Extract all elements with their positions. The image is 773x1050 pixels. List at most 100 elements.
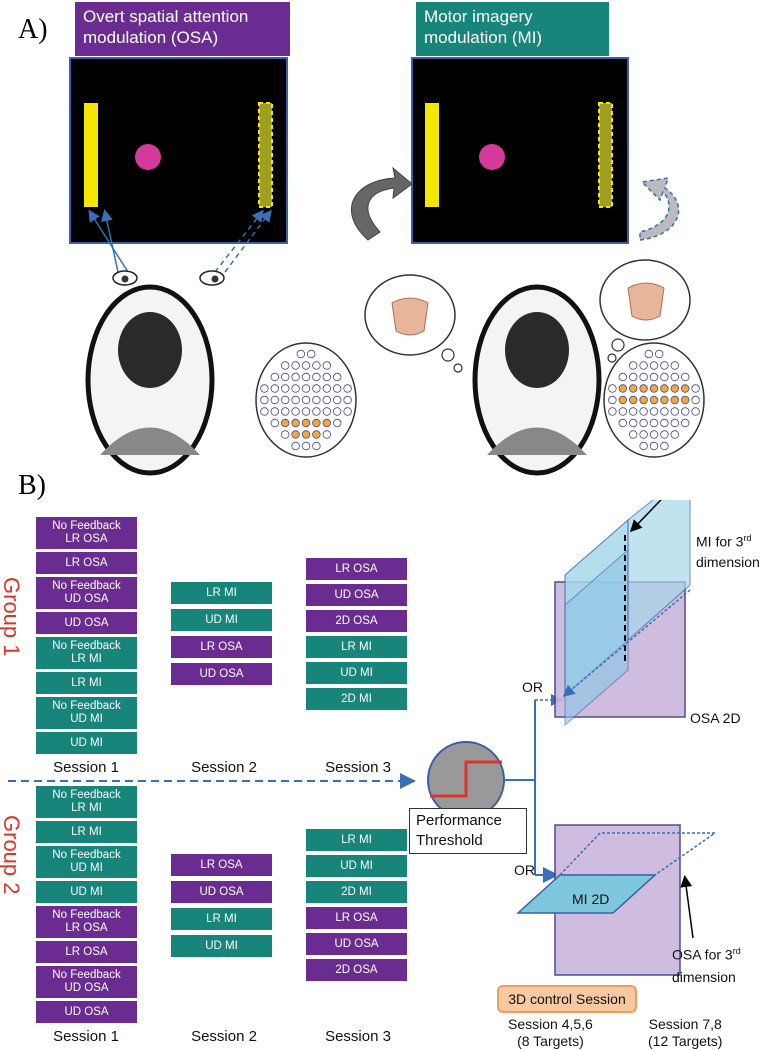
osa-3rd-dimension-word: dimension	[672, 968, 736, 985]
session-block-line: LR MI	[341, 640, 372, 653]
osa-title-line2: modulation (OSA)	[83, 28, 219, 47]
session-block-line: LR OSA	[200, 858, 243, 871]
panel-a-graphic	[69, 57, 705, 476]
mi-3rd-text: MI for 3	[696, 533, 744, 550]
osa-2d-label: OSA 2D	[690, 710, 741, 726]
session-block-line: No Feedback	[52, 969, 121, 981]
session-block: LR MI	[36, 821, 137, 843]
session-block-line: No Feedback	[52, 580, 121, 592]
osa-ball	[135, 144, 161, 170]
session-block-line: LR MI	[71, 653, 102, 665]
session-block-line: LR MI	[341, 833, 372, 846]
session-block: UD OSA	[36, 1001, 137, 1023]
session-block-line: LR MI	[206, 912, 237, 925]
session-block: LR MI	[306, 829, 407, 851]
session2-label-g2: Session 2	[191, 1028, 257, 1045]
session-block: LR MI	[171, 582, 272, 604]
session-block: LR MI	[36, 672, 137, 694]
session-block: LR MI	[306, 636, 407, 658]
session-block-line: LR OSA	[65, 945, 108, 958]
session-block-line: UD OSA	[199, 885, 244, 898]
session1-label-g1: Session 1	[53, 759, 119, 776]
osa-gaze-line-4	[224, 209, 272, 273]
osa-right-target	[258, 102, 273, 208]
or-label-top: OR	[522, 679, 543, 695]
curved-arrow-left	[350, 166, 413, 241]
session-block-line: LR MI	[71, 676, 102, 689]
session-block-line: LR MI	[71, 802, 102, 814]
session-block-line: 2D OSA	[335, 614, 378, 627]
session-block-line: LR OSA	[200, 640, 243, 653]
session-block-line: UD OSA	[334, 588, 379, 601]
mi-3rd-dimension-word: dimension	[696, 553, 760, 570]
mi-2d-label: MI 2D	[572, 891, 610, 907]
session-block: UD OSA	[171, 881, 272, 903]
panel-b-graphic	[8, 500, 718, 976]
session-block-line: No Feedback	[52, 520, 121, 532]
osa-left-target	[84, 103, 98, 207]
mi-title-line1: Motor imagery	[424, 7, 533, 26]
session-block-line: No Feedback	[52, 640, 121, 652]
session-block: UD MI	[171, 609, 272, 631]
osa-gaze-line-2	[101, 209, 119, 273]
session-block-line: UD MI	[340, 666, 373, 679]
session-block: UD OSA	[306, 584, 407, 606]
session-block-line: No Feedback	[52, 909, 121, 921]
session-block-line: LR OSA	[65, 922, 108, 934]
session-block-line: UD MI	[70, 885, 103, 898]
panel-b-label: B)	[18, 470, 46, 501]
mi-screen	[411, 57, 629, 244]
session-456-label: Session 4,5,6 (8 Targets)	[508, 1016, 593, 1050]
session-block: LR OSA	[306, 907, 407, 929]
mi-right-target	[598, 102, 613, 208]
session-block: 2D OSA	[306, 959, 407, 981]
session-78-line1: Session 7,8	[648, 1016, 722, 1032]
session-block: 2D OSA	[306, 610, 407, 632]
mi-ball	[479, 144, 505, 170]
session-block-line: UD OSA	[334, 937, 379, 950]
session-block-line: UD MI	[70, 736, 103, 749]
session-block-line: 2D OSA	[335, 963, 378, 976]
session-block: 2D MI	[306, 881, 407, 903]
session-block: UD OSA	[171, 663, 272, 685]
eeg-head-map-left	[255, 342, 357, 458]
session-block-line: LR OSA	[65, 533, 108, 545]
session-block: LR OSA	[306, 558, 407, 580]
session-block-line: UD OSA	[199, 667, 244, 680]
or-label-bottom: OR	[514, 862, 535, 878]
session-block-line: 2D MI	[341, 885, 372, 898]
session-78-label: Session 7,8 (12 Targets)	[648, 1016, 722, 1050]
session-block: UD OSA	[36, 612, 137, 634]
session-456-line2: (8 Targets)	[517, 1033, 584, 1049]
threshold-label-box: Performance Threshold	[409, 808, 527, 854]
session3-label-g1: Session 3	[325, 759, 391, 776]
session-block-line: UD OSA	[64, 982, 109, 994]
session-block-line: UD MI	[340, 859, 373, 872]
panel-a-label: A)	[18, 14, 48, 45]
session-block: UD MI	[36, 732, 137, 754]
osa-3rd-sup: rd	[732, 946, 741, 956]
session-block: LR MI	[171, 908, 272, 930]
mi-3rd-dimension-label: MI for 3rd dimension	[696, 528, 760, 572]
session-block-line: UD MI	[205, 613, 238, 626]
session-block: UD OSA	[306, 933, 407, 955]
osa-gaze-line-3	[214, 209, 264, 273]
osa-screen	[69, 57, 288, 244]
session-block-line: UD MI	[70, 713, 103, 725]
session-456-line1: Session 4,5,6	[508, 1016, 593, 1032]
session-block-line: No Feedback	[52, 700, 121, 712]
mi-title: Motor imagery modulation (MI)	[416, 2, 609, 56]
session-block-line: LR OSA	[65, 556, 108, 569]
session-block-line: LR MI	[71, 825, 102, 838]
session-block: 2D MI	[306, 688, 407, 710]
session-block-line: 2D MI	[341, 692, 372, 705]
mi-3rd-sup: rd	[743, 533, 752, 543]
session-block-line: LR MI	[206, 586, 237, 599]
